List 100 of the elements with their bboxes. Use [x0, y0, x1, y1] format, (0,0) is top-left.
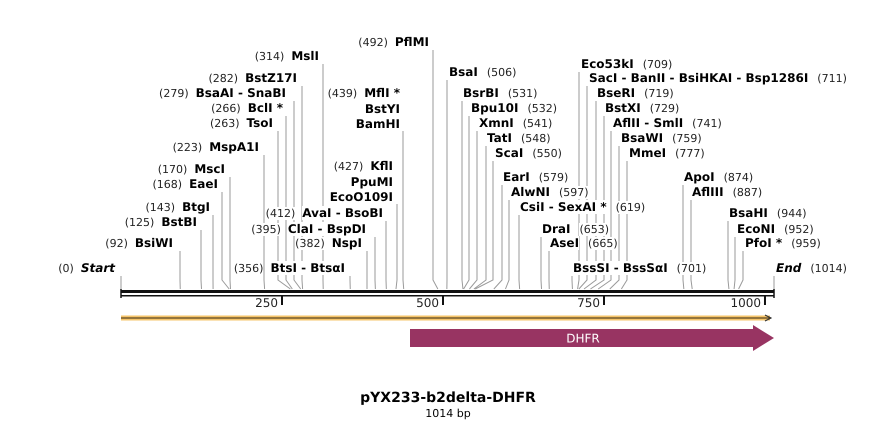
ruler-tick-label: 1000	[730, 296, 761, 310]
site-position: (314)	[254, 50, 284, 63]
enzyme-name: BsaAI - SnaBI	[196, 86, 286, 100]
restriction-site-label	[540, 221, 610, 237]
leader-line	[120, 276, 122, 290]
enzyme-name: Eco53kI	[581, 57, 634, 71]
enzyme-name: BamHI	[356, 117, 400, 131]
site-position: (711)	[817, 72, 847, 85]
enzyme-name: SacI - BanII - BsiHKAI - Bsp1286I	[589, 71, 808, 85]
enzyme-name: CsiI - SexAI *	[520, 200, 607, 214]
site-position: (125)	[124, 216, 154, 229]
site-position: (531)	[508, 87, 538, 100]
restriction-site-label	[595, 85, 674, 101]
title: pYX233-b2delta-DHFR	[360, 390, 536, 406]
enzyme-name: BsaI	[449, 65, 478, 79]
site-position: (412)	[266, 207, 296, 220]
leader-line	[350, 276, 351, 290]
leader-line	[473, 146, 486, 290]
enzyme-name: BclI *	[248, 101, 283, 115]
enzyme-name: BsiWI	[134, 236, 173, 250]
leader-line	[738, 250, 744, 290]
enzyme-name: XmnI	[479, 116, 514, 130]
enzyme-name: BstBI	[161, 215, 197, 229]
enzyme-name: BsrBI	[463, 86, 499, 100]
site-position: (279)	[159, 87, 189, 100]
leader-line	[734, 236, 736, 290]
site-position: (944)	[776, 207, 806, 220]
leader-line	[446, 80, 448, 290]
restriction-site-label	[518, 199, 646, 215]
enzyme-name: BstXI	[605, 101, 641, 115]
restriction-site-label	[461, 85, 538, 101]
site-position: (395)	[251, 223, 281, 236]
restriction-site-label	[485, 130, 551, 146]
site-position: (427)	[334, 160, 364, 173]
enzyme-name: AvaI - BsoBI	[302, 206, 383, 220]
restriction-site-label	[682, 169, 754, 185]
site-position: (541)	[522, 117, 552, 130]
site-position: (263)	[210, 117, 240, 130]
restriction-site-label	[571, 260, 706, 276]
enzyme-name: AflII - SmlI	[613, 116, 684, 130]
leader-line	[474, 160, 494, 290]
enzyme-name: BsaWI	[621, 131, 664, 145]
restriction-site-label	[508, 184, 589, 200]
leader-line	[395, 204, 398, 290]
leader-line	[468, 130, 478, 290]
enzyme-name: BtsI - BtsαI	[270, 261, 345, 275]
feature-arrow	[410, 325, 774, 351]
enzyme-name: PfoI *	[745, 236, 782, 250]
site-position: (701)	[676, 262, 706, 275]
site-position: (777)	[675, 147, 705, 160]
site-position: (223)	[172, 141, 202, 154]
site-position: (741)	[692, 117, 722, 130]
leader-line	[386, 220, 387, 290]
enzyme-name: NspI	[332, 236, 362, 250]
restriction-site-label	[690, 184, 762, 200]
site-position: (1014)	[810, 262, 847, 275]
site-position: (170)	[158, 163, 188, 176]
enzyme-name: ClaI - BspDI	[288, 222, 366, 236]
restriction-site-label	[476, 115, 552, 131]
site-position: (665)	[588, 237, 618, 250]
site-position: (550)	[532, 147, 562, 160]
enzyme-name: Bpu10I	[471, 101, 518, 115]
leader-line	[504, 200, 510, 290]
enzyme-name: BstYI	[364, 102, 400, 116]
sequence-end-label: Start	[80, 261, 115, 275]
site-position: (874)	[724, 171, 754, 184]
enzyme-name: MslI	[291, 49, 319, 63]
leader-line	[402, 130, 404, 290]
leader-line	[518, 214, 520, 290]
enzyme-name: TsoI	[246, 116, 273, 130]
leader-line	[463, 116, 470, 290]
enzyme-name: EcoO109I	[330, 190, 393, 204]
ruler-tick-label: 250	[255, 296, 278, 310]
enzyme-name: MmeI	[629, 146, 666, 160]
sequence-end-label: End	[776, 261, 802, 275]
ruler-tick-label: 500	[416, 296, 439, 310]
enzyme-name: MflI *	[364, 86, 400, 100]
leader-line	[212, 214, 214, 290]
restriction-site-label	[548, 235, 618, 251]
restriction-site-label	[773, 260, 847, 276]
enzyme-name: ApoI	[684, 170, 715, 184]
enzyme-name: BseRI	[597, 86, 636, 100]
site-position: (266)	[211, 102, 241, 115]
leader-line	[572, 276, 573, 290]
site-position: (887)	[732, 186, 762, 199]
enzyme-name: KflI	[370, 159, 393, 173]
site-position: (959)	[791, 237, 821, 250]
enzyme-name: EaeI	[189, 177, 218, 191]
ruler-tick-label: 750	[577, 296, 600, 310]
site-position: (168)	[152, 178, 182, 191]
enzyme-name: MspA1I	[209, 140, 259, 154]
site-position: (759)	[672, 132, 702, 145]
restriction-site-label	[610, 115, 722, 131]
site-position: (579)	[538, 171, 568, 184]
enzyme-name: EcoNI	[737, 222, 776, 236]
enzyme-name: MscI	[194, 162, 225, 176]
leader-line	[180, 250, 181, 290]
leader-line	[230, 176, 231, 290]
leader-line	[432, 50, 438, 290]
site-position: (382)	[295, 237, 325, 250]
